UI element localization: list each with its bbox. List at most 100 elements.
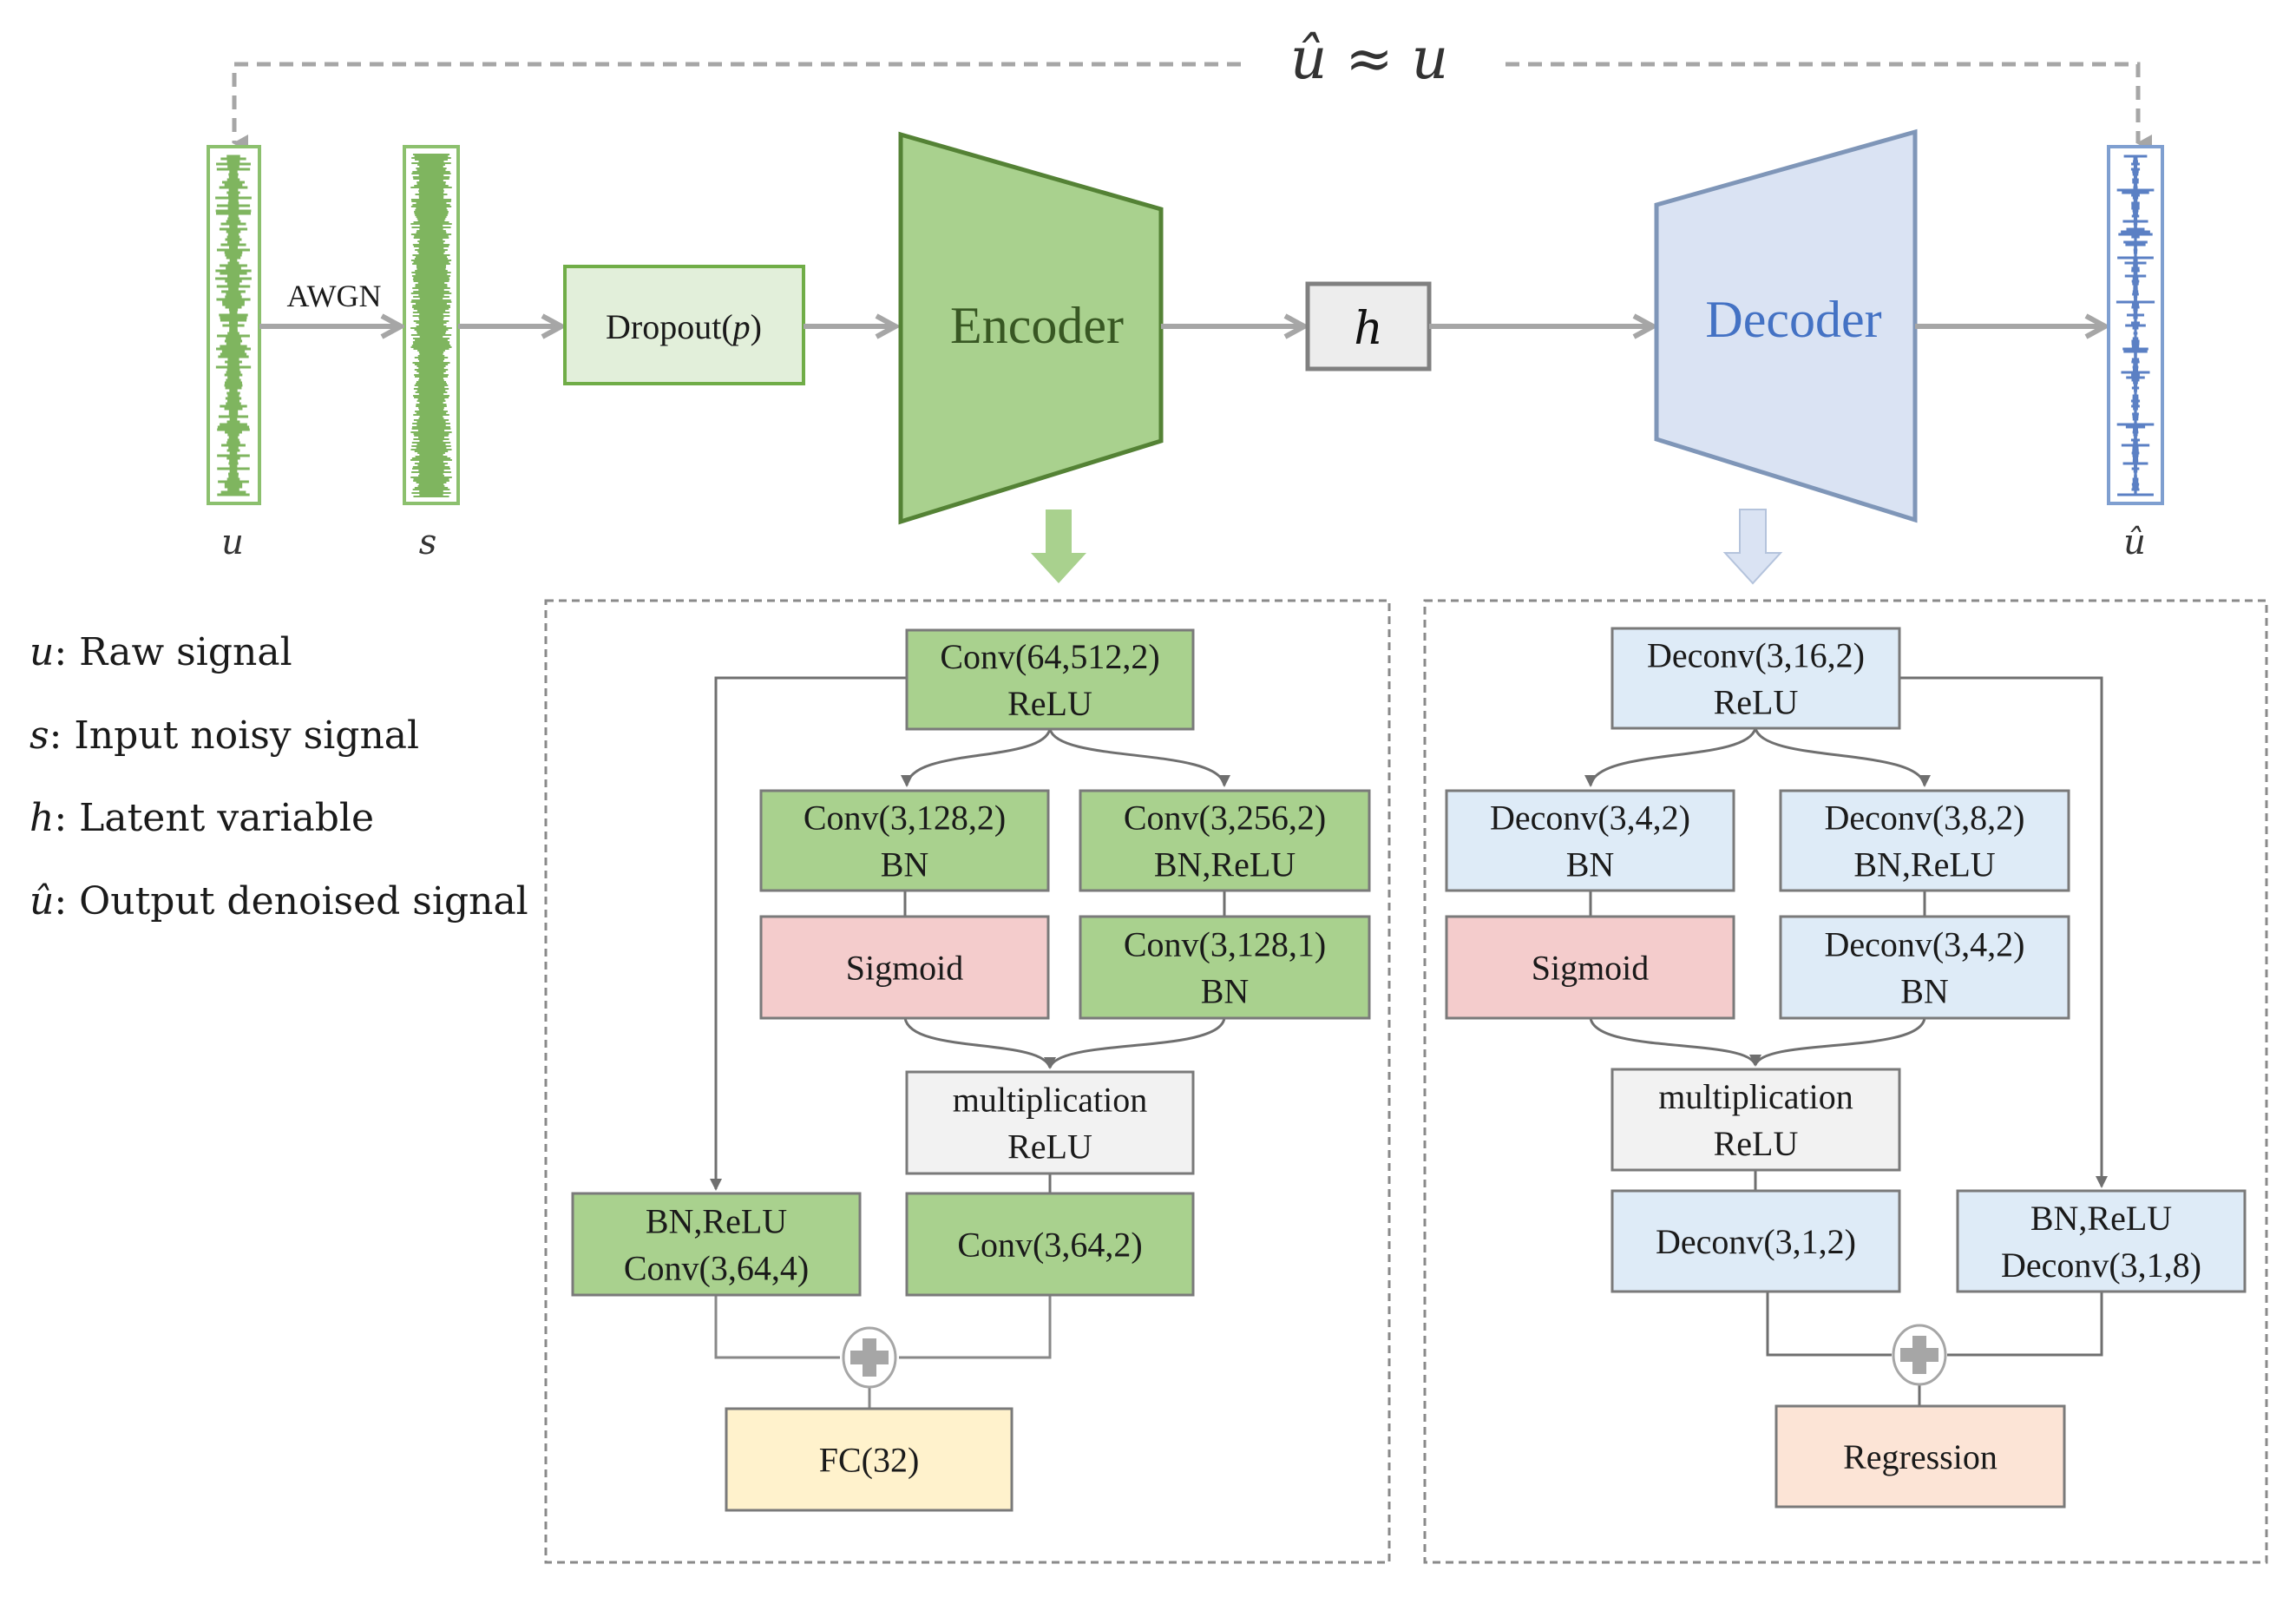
encoder-conv-right-2-label: Conv(3,128,1): [1124, 925, 1326, 964]
decoder-regression-box: [1774, 1404, 2066, 1509]
encoder-conv-left-label: Conv(3,128,2): [804, 799, 1006, 838]
decoder-label: Decoder: [1705, 291, 1881, 348]
encoder-split-left: [901, 728, 1052, 787]
encoder-conv-left-box: [759, 789, 1050, 892]
output-signal-waveform: [2116, 154, 2155, 496]
relation-label: û ≈ u: [1290, 25, 1448, 92]
decoder-add-icon: [1892, 1324, 1947, 1386]
encoder-label: Encoder: [950, 297, 1124, 354]
encoder-fc: FC(32): [725, 1407, 1014, 1512]
decoder-merge-left: [1589, 1017, 1761, 1067]
encoder-split-right: [1048, 728, 1230, 787]
decoder-block: Decoder: [1654, 128, 1918, 523]
latent-label: h: [1354, 303, 1383, 355]
decoder-multiplication-label: multiplication: [1658, 1077, 1853, 1116]
legend-item-latent: h: Latent variable: [30, 796, 374, 840]
decoder-multiplication-label: ReLU: [1714, 1124, 1799, 1163]
decoder-multiplication-box: [1610, 1068, 1901, 1172]
decoder-deconv-left: Deconv(3,4,2)BN: [1445, 789, 1735, 892]
legend-item-output: û: Output denoised signal: [30, 879, 528, 924]
encoder-block: Encoder: [898, 131, 1164, 525]
decoder-deconv-input-label: ReLU: [1714, 683, 1799, 722]
awgn-label: AWGN: [286, 279, 381, 313]
decoder-deconv-right-2-box: [1779, 915, 2070, 1020]
encoder-conv-right-2-label: BN: [1201, 972, 1250, 1011]
decoder-skip-deconv-label: Deconv(3,1,8): [2001, 1246, 2201, 1285]
raw-signal: u: [207, 145, 261, 562]
encoder-multiplication-label: ReLU: [1007, 1127, 1092, 1167]
legend-symbol: h: [30, 796, 55, 840]
encoder-conv-input: Conv(64,512,2) ReLU: [905, 628, 1195, 731]
encoder-sigmoid-label: Sigmoid: [846, 949, 964, 988]
encoder-conv-right-2: Conv(3,128,1) BN: [1079, 915, 1371, 1020]
decoder-panel-border: [1423, 599, 2268, 1564]
legend-text: : Output denoised signal: [54, 879, 528, 924]
decoder-skip-deconv-label: BN,ReLU: [2030, 1199, 2172, 1238]
decoder-deconv-input-box: [1610, 627, 1901, 730]
legend-symbol: s: [30, 713, 49, 758]
encoder-panel-border: [544, 599, 1391, 1564]
decoder-deconv-right-2-label: Deconv(3,4,2): [1824, 925, 2024, 964]
encoder-sum-right: [899, 1295, 1052, 1359]
encoder-skip-conv-label: BN,ReLU: [646, 1202, 787, 1241]
encoder-conv-right: Conv(3,256,2) BN,ReLU: [1079, 789, 1371, 892]
legend-symbol: u: [30, 630, 55, 674]
decoder-detail-panel: Deconv(3,16,2)ReLUDeconv(3,4,2)BNDeconv(…: [1423, 599, 2268, 1564]
decoder-deconv-input: Deconv(3,16,2) ReLU: [1610, 627, 1901, 730]
encoder-conv-out-label: Conv(3,64,2): [957, 1226, 1142, 1265]
decoder-sum-left: [1766, 1292, 1892, 1357]
decoder-deconv-out: Deconv(3,1,2): [1610, 1189, 1901, 1293]
dropout-block: Dropout(p): [563, 265, 805, 385]
encoder-trapezoid: [898, 131, 1164, 525]
noisy-signal: s: [403, 145, 460, 562]
encoder-skip-conv: BN,ReLU Conv(3,64,4): [571, 1192, 862, 1297]
decoder-skip-deconv-box: [1956, 1189, 2247, 1293]
encoder-sigmoid-box: [759, 915, 1050, 1020]
encoder-conv-right-label: BN,ReLU: [1154, 845, 1296, 884]
encoder-fc-label: FC(32): [819, 1441, 920, 1480]
encoder-merge-left: [903, 1017, 1056, 1069]
encoder-skip-conv-label: Conv(3,64,4): [624, 1249, 809, 1288]
encoder-conv-right-2-box: [1079, 915, 1371, 1020]
encoder-multiplication-box: [905, 1070, 1195, 1175]
decoder-regression-label: Regression: [1843, 1437, 1998, 1476]
legend-text: : Raw signal: [54, 630, 292, 674]
legend-text: : Input noisy signal: [49, 713, 420, 758]
decoder-trapezoid: [1654, 128, 1918, 523]
encoder-conv-left: Conv(3,128,2)BN: [759, 789, 1050, 892]
decoder-sigmoid: Sigmoid: [1445, 915, 1735, 1020]
decoder-deconv-input-label: Deconv(3,16,2): [1647, 636, 1865, 675]
decoder-expand-arrow: [1722, 509, 1783, 585]
loop-line-right: [1506, 62, 2152, 152]
dropout-box: [563, 265, 805, 385]
encoder-skip-connection: [710, 676, 907, 1191]
decoder-deconv-right-2-label: BN: [1900, 972, 1949, 1011]
encoder-conv-right-label: Conv(3,256,2): [1124, 799, 1326, 838]
decoder-split-right: [1754, 727, 1931, 787]
encoder-add-icon: [842, 1326, 897, 1389]
encoder-conv-input-label: ReLU: [1007, 684, 1092, 723]
encoder-sum-left: [714, 1295, 840, 1359]
encoder-conv-out: Conv(3,64,2): [905, 1192, 1195, 1297]
legend-item-raw: u: Raw signal: [30, 630, 292, 674]
decoder-sum-right: [1947, 1292, 2103, 1357]
decoder-sigmoid-label: Sigmoid: [1532, 949, 1650, 988]
decoder-deconv-right-label: Deconv(3,8,2): [1824, 799, 2024, 838]
decoder-deconv-right: Deconv(3,8,2)BN,ReLU: [1779, 789, 2070, 892]
decoder-merge-right: [1754, 1017, 1926, 1066]
decoder-deconv-out-box: [1610, 1189, 1901, 1293]
noisy-signal-waveform: [410, 154, 452, 497]
legend-symbol: û: [30, 879, 55, 924]
raw-signal-waveform: [215, 154, 252, 496]
decoder-deconv-out-label: Deconv(3,1,2): [1656, 1222, 1856, 1261]
decoder-deconv-left-box: [1445, 789, 1735, 892]
encoder-conv-input-label: Conv(64,512,2): [940, 637, 1159, 676]
encoder-sigmoid: Sigmoid: [759, 915, 1050, 1020]
noisy-signal-label: s: [419, 523, 437, 562]
loop-line-left: [232, 62, 1241, 152]
encoder-skip-conv-box: [571, 1192, 862, 1297]
decoder-regression: Regression: [1774, 1404, 2066, 1509]
